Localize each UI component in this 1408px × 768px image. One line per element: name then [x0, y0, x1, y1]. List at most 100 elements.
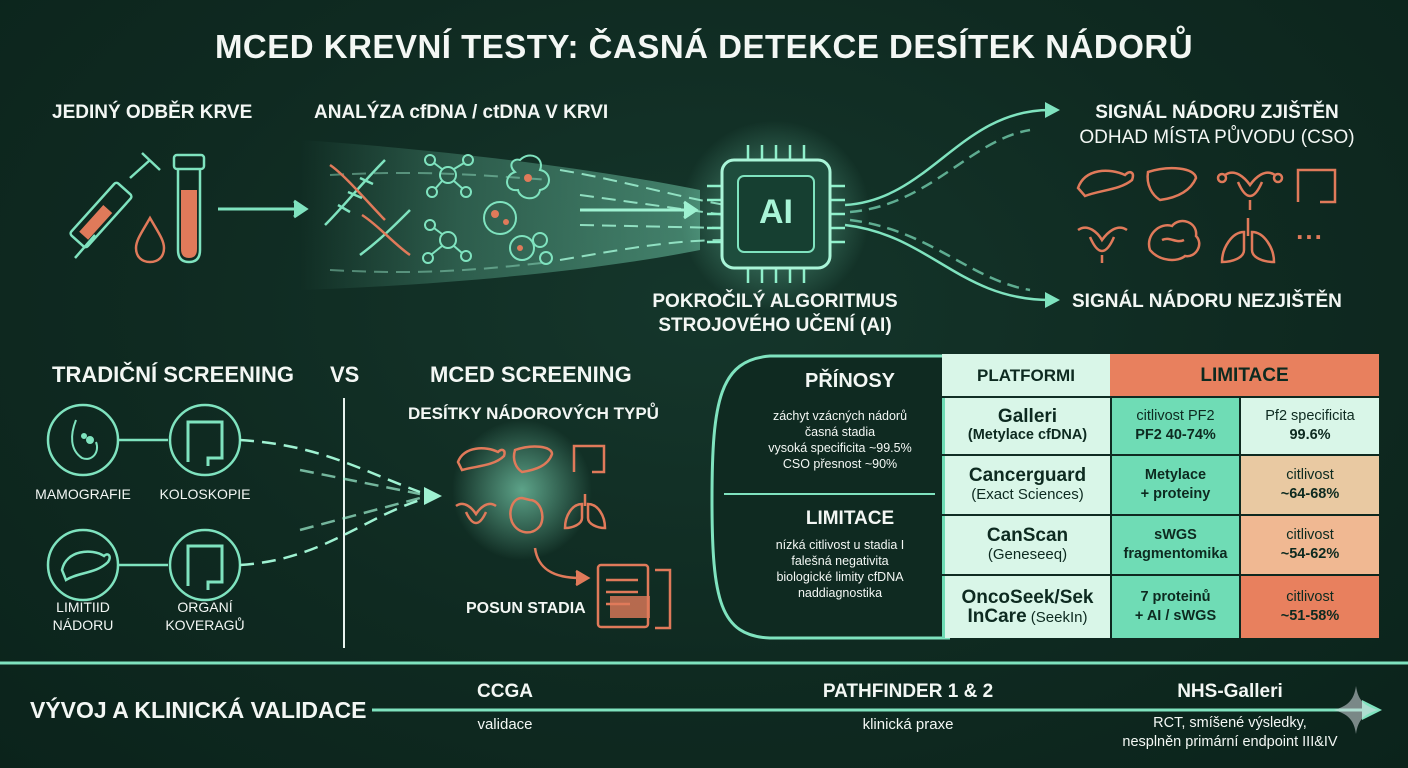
blood-drop-icon [134, 215, 166, 264]
syringe-icon [69, 152, 161, 259]
benefits-panel [710, 354, 950, 640]
limited-label: LIMITIID NÁDORU [28, 598, 138, 634]
benefit-item: CSO přesnost ~90% [782, 457, 898, 471]
method-line1: sWGS [1154, 527, 1197, 543]
benefit-item: vysoká specificita ~99.5% [768, 441, 912, 455]
benefits-header: PŘÍNOSY [804, 370, 896, 392]
table-row-oncoseek-limit: citlivost ~51-58% [1241, 576, 1379, 638]
limit-line1: Pf2 specificita [1265, 408, 1355, 424]
mammography-circle [46, 403, 120, 477]
table-row-cancerguard-limit: citlivost ~64-68% [1241, 456, 1379, 514]
table-row-oncoseek-name: OncoSeek/Sek InCare (SeekIn) [942, 576, 1110, 638]
colonoscopy-label: KOLOSKOPIE [159, 486, 251, 502]
milestone-ccga: CCGA [477, 681, 533, 702]
arrowhead-found [1045, 102, 1060, 118]
platform-sub: (Metylace cfDNA) [967, 427, 1088, 443]
method-line2: + AI / sWGS [1134, 608, 1217, 624]
milestone-nhs-desc-line1: RCT, smíšené výsledky, [1153, 715, 1307, 731]
table-row-canscan-limit: citlivost ~54-62% [1241, 516, 1379, 574]
limit-item: nízká citlivost u stadia I [775, 538, 905, 552]
table-header-platform-text: PLATFORMI [977, 365, 1075, 385]
traditional-screening-label: TRADIČNÍ SCREENING [52, 362, 295, 387]
table-row-galleri-method: citlivost PF2 PF2 40-74% [1112, 398, 1239, 454]
mced-glow [452, 420, 592, 560]
algorithm-label-line1: POKROČILÝ ALGORITMUS [652, 291, 898, 312]
benefits-list: záchyt vzácných nádorů časná stadia vyso… [730, 408, 950, 472]
stage-shift-label: POSUN STADIA [466, 600, 586, 617]
table-row-canscan-name: CanScan (Geneseeq) [942, 516, 1110, 574]
platform-name: Cancerguard [968, 465, 1087, 486]
method-line2: + proteiny [1140, 486, 1211, 502]
cell-cluster-icon-2 [509, 232, 553, 265]
arrowhead-not-found [1045, 292, 1060, 308]
limit-item: biologické limity cfDNA [776, 570, 904, 584]
table-row-galleri-limit: Pf2 specificita 99.6% [1241, 398, 1379, 454]
table-header-limits: LIMITACE [1110, 354, 1379, 396]
milestone-pathfinder-desc: klinická praxe [862, 716, 954, 733]
ai-chip-label: AI [759, 193, 793, 231]
platform-sub: InCare (SeekIn) [968, 607, 1088, 627]
page-title: MCED KREVNÍ TESTY: ČASNÁ DETEKCE DESÍTEK… [214, 28, 1194, 65]
limit-line2: ~51-58% [1280, 608, 1340, 624]
arrowhead-mced [424, 487, 442, 505]
analysis-label: ANALÝZA cfDNA / ctDNA V KRVI [314, 102, 609, 123]
colon-icon [1296, 168, 1337, 204]
method-line2: fragmentomika [1123, 546, 1228, 562]
vs-label: VS [330, 362, 360, 387]
table-header-platform: PLATFORMI [942, 354, 1110, 396]
table-row-oncoseek-method: 7 proteinů + AI / sWGS [1112, 576, 1239, 638]
ai-chip-pins [707, 145, 845, 283]
platform-sub-strong: InCare [967, 605, 1027, 627]
limit-line2: 99.6% [1289, 427, 1331, 443]
pancreas-icon-2 [60, 550, 111, 582]
cso-label: ODHAD MÍSTA PŮVODU (CSO) [1079, 127, 1355, 148]
platform-sub-rest: (SeekIn) [1026, 608, 1088, 626]
table-header-limits-text: LIMITACE [1200, 364, 1289, 386]
cell-icon [483, 201, 517, 235]
dna-helix-icon [324, 159, 386, 226]
mced-organs [455, 444, 607, 534]
limits-header: LIMITACE [805, 508, 895, 529]
platform-sub: (Exact Sciences) [971, 486, 1084, 503]
colon-icon-2 [186, 420, 224, 466]
sparkle-icon [1334, 686, 1378, 734]
mced-flow-lines [239, 438, 421, 567]
colon-icon-3 [186, 544, 224, 590]
limit-line1: citlivost [1286, 527, 1334, 543]
method-line1: 7 proteinů [1140, 589, 1211, 605]
milestone-pathfinder: PATHFINDER 1 & 2 [822, 681, 994, 702]
table-row-galleri-name: Galleri (Metylace cfDNA) [942, 398, 1110, 454]
mammography-label: MAMOGRAFIE [35, 486, 131, 502]
mced-screening-label: MCED SCREENING [430, 362, 632, 387]
table-row-cancerguard-name: Cancerguard (Exact Sciences) [942, 456, 1110, 514]
platform-name: CanScan [986, 525, 1069, 546]
documents-icon [596, 563, 672, 630]
traditional-links [118, 438, 168, 567]
table-row-cancerguard-method: Metylace + proteiny [1112, 456, 1239, 514]
signal-found-label: SIGNÁL NÁDORU ZJIŠTĚN [1095, 102, 1339, 123]
platform-name: OncoSeek/Sek [961, 586, 1094, 608]
limit-line2: ~64-68% [1280, 486, 1340, 502]
benefit-item: časná stadia [804, 425, 876, 439]
limited-circle [46, 528, 120, 602]
limited-label-line2: NÁDORU [52, 617, 114, 633]
molecule-icon-2 [422, 219, 472, 264]
limit-line2: ~54-62% [1280, 546, 1340, 562]
platform-name: Galleri [997, 406, 1058, 427]
method-line2: PF2 40-74% [1135, 427, 1216, 443]
lungs-icon [1220, 218, 1276, 264]
test-tube-icon [172, 153, 206, 264]
milestone-nhs-desc-line2: nesplněn primární endpoint III&IV [1122, 734, 1338, 750]
method-line1: Metylace [1144, 467, 1207, 483]
arrow-to-analysis [218, 199, 309, 219]
organ-label-line1: ORGANÍ [177, 599, 233, 615]
stage-shift-arrow [533, 547, 591, 587]
more-organs-ellipsis: ... [1296, 215, 1324, 245]
limit-line1: citlivost [1286, 589, 1334, 605]
algorithm-label-line2: STROJOVÉHO UČENÍ (AI) [658, 315, 892, 336]
milestone-nhs-galleri: NHS-Galleri [1177, 681, 1283, 702]
output-branches [844, 108, 1051, 302]
mced-subtitle: DESÍTKY NÁDOROVÝCH TYPŮ [408, 404, 659, 423]
brain-icon [1147, 219, 1201, 262]
